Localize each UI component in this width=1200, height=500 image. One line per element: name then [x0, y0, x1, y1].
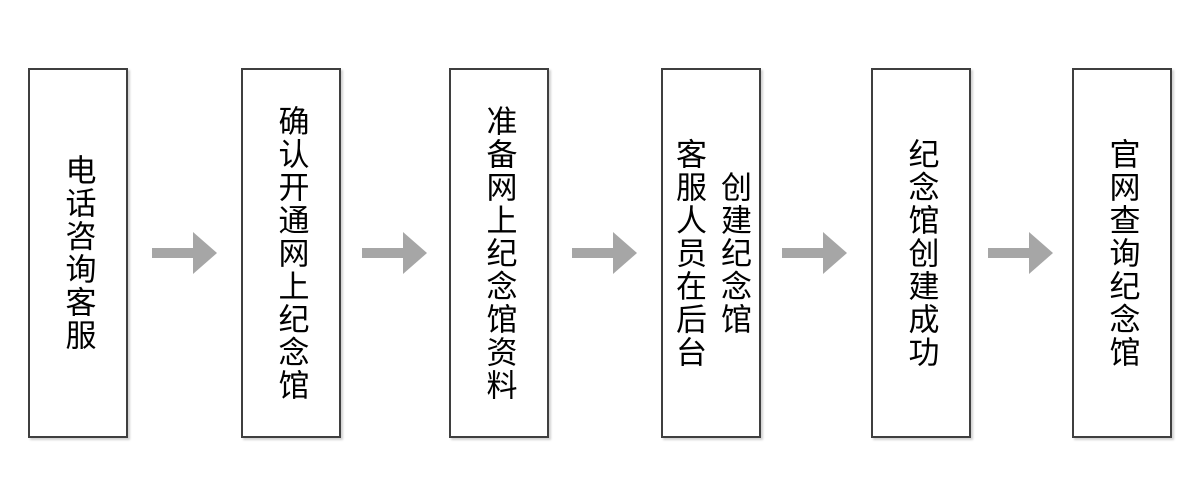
arrow-right-icon [152, 231, 218, 275]
flow-step-label-line-2: 创建纪念馆 [716, 170, 751, 336]
flow-step-label: 确认开通网上纪念馆 [273, 104, 309, 402]
flow-step-memorial-created-success: 纪念馆创建成功 [871, 68, 971, 438]
flow-step-label: 官网查询纪念馆 [1104, 137, 1140, 369]
flow-step-label: 电话咨询客服 [60, 154, 96, 352]
arrow-right-icon [782, 231, 848, 275]
arrow-right-icon [988, 231, 1054, 275]
flow-step-staff-create-memorial-backend: 客服人员在后台 创建纪念馆 [661, 68, 761, 438]
flow-step-check-memorial-official-site: 官网查询纪念馆 [1072, 68, 1172, 438]
flow-step-prepare-memorial-materials: 准备网上纪念馆资料 [449, 68, 549, 438]
flow-step-confirm-open-memorial: 确认开通网上纪念馆 [241, 68, 341, 438]
arrow-right-icon [362, 231, 428, 275]
flow-step-label: 准备网上纪念馆资料 [481, 104, 517, 402]
flow-step-label-line-1: 客服人员在后台 [671, 137, 706, 369]
arrow-right-icon [572, 231, 638, 275]
flow-step-phone-consult-service: 电话咨询客服 [28, 68, 128, 438]
flow-step-label: 纪念馆创建成功 [903, 137, 939, 369]
